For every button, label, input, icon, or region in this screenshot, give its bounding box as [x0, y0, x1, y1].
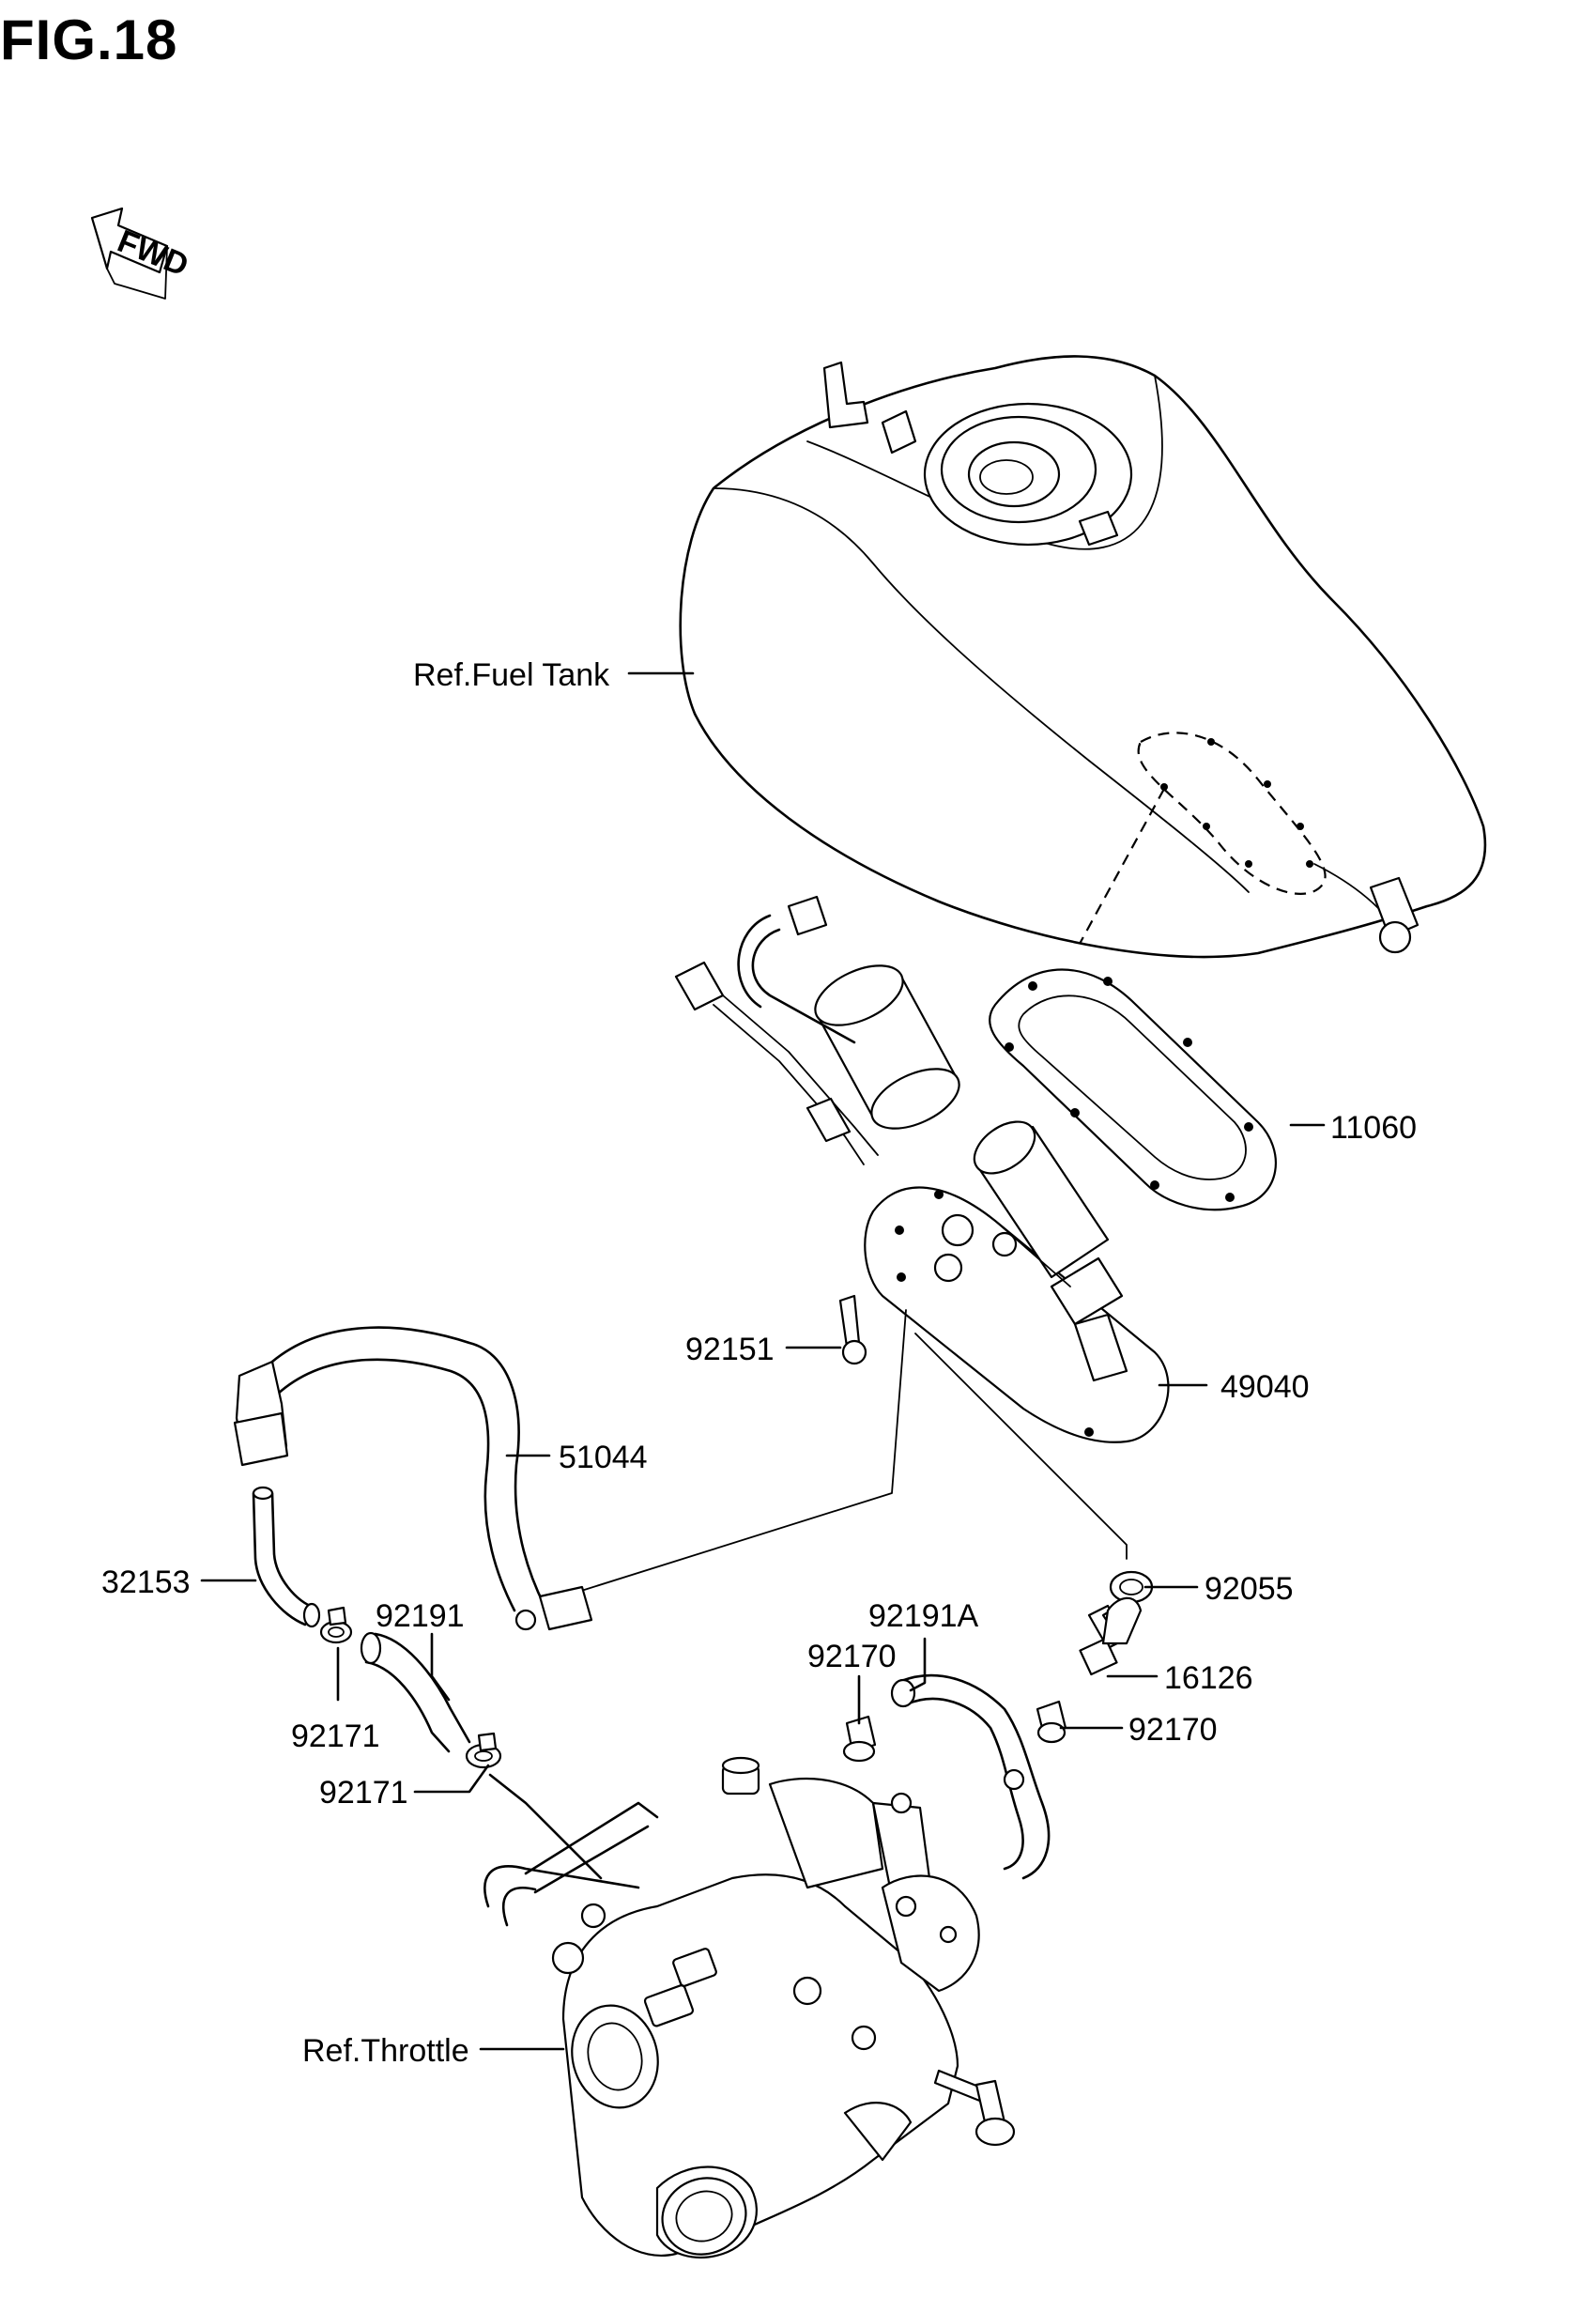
figure-title: FIG.18 — [0, 8, 178, 71]
hose-92191A — [890, 1673, 1051, 1880]
fuel-tank — [679, 355, 1487, 959]
clamp-92171-lower — [465, 1732, 502, 1769]
callout-32153: 32153 — [101, 1564, 191, 1600]
callout-92191A: 92191A — [868, 1598, 979, 1634]
fwd-label: FWD — [113, 223, 193, 284]
sensor-16126 — [1079, 1596, 1143, 1676]
callout-92191: 92191 — [376, 1598, 465, 1634]
clamp-92170-left — [842, 1715, 877, 1763]
fuel-hose-51044 — [233, 1326, 593, 1631]
throttle-body — [483, 1756, 1016, 2258]
pipe-32153 — [252, 1486, 321, 1628]
callout-92171-lower: 92171 — [319, 1775, 408, 1811]
callout-92170-right: 92170 — [1128, 1712, 1218, 1748]
callout-16126: 16126 — [1164, 1660, 1253, 1696]
callout-92170-left: 92170 — [807, 1639, 897, 1674]
gasket-11060 — [989, 968, 1278, 1211]
callout-ref-throttle: Ref.Throttle — [302, 2033, 469, 2069]
callout-92151: 92151 — [685, 1332, 775, 1367]
fwd-arrow-icon: FWD — [90, 207, 193, 300]
callout-92171-upper: 92171 — [291, 1719, 380, 1754]
hose-92191 — [360, 1631, 471, 1753]
callout-ref-fuel-tank: Ref.Fuel Tank — [413, 657, 610, 693]
clamp-92171-upper — [319, 1606, 353, 1644]
callout-49040: 49040 — [1220, 1369, 1310, 1405]
clamp-92170-right — [1036, 1700, 1067, 1744]
callout-11060: 11060 — [1330, 1110, 1417, 1146]
callout-92055: 92055 — [1205, 1571, 1294, 1607]
fuel-pump-49040 — [674, 895, 1170, 1443]
bolt-92151 — [838, 1294, 867, 1365]
callout-51044: 51044 — [559, 1440, 648, 1475]
